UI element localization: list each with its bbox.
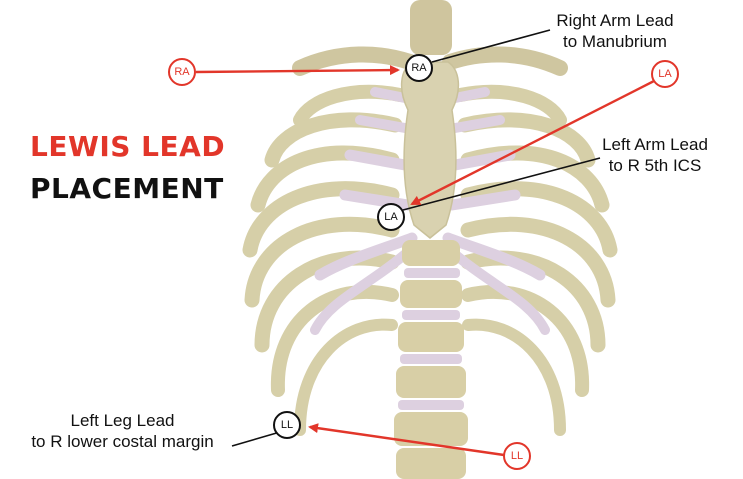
leader-line-la [402, 157, 601, 211]
clavicle-right [292, 46, 418, 76]
callout-left-arm-line1: Left Arm Lead [602, 135, 708, 154]
leader-line-ll [231, 431, 281, 447]
callout-right-arm-line1: Right Arm Lead [556, 11, 674, 30]
callout-left-leg-line1: Left Leg Lead [70, 411, 175, 430]
callout-left-arm-line2: to R 5th ICS [608, 156, 702, 175]
clavicle-left [442, 46, 568, 76]
title-lewis-lead: LEWIS LEAD [30, 130, 226, 163]
title-placement: PLACEMENT [30, 172, 224, 205]
leader-line-ra [431, 29, 551, 63]
arrow-ll [308, 423, 505, 457]
costal-cartilage [310, 87, 550, 335]
marker-ll-source: LL [503, 442, 531, 470]
marker-ra-source: RA [168, 58, 196, 86]
callout-left-arm: Left Arm Lead to R 5th ICS [580, 134, 730, 176]
sternum [400, 61, 460, 239]
spine [394, 0, 468, 479]
marker-la-placement: LA [377, 203, 405, 231]
callout-left-leg: Left Leg Lead to R lower costal margin [0, 410, 245, 452]
leader-lines [231, 29, 601, 447]
marker-ra-placement: RA [405, 54, 433, 82]
rib-cage [242, 0, 618, 479]
arrow-ra [195, 65, 400, 76]
callout-right-arm: Right Arm Lead to Manubrium [520, 10, 710, 52]
callout-right-arm-line2: to Manubrium [563, 32, 667, 51]
arrow-la [410, 78, 657, 206]
marker-ll-placement: LL [273, 411, 301, 439]
callout-left-leg-line2: to R lower costal margin [31, 432, 214, 451]
ribs-right [242, 84, 407, 436]
marker-la-source: LA [651, 60, 679, 88]
red-arrows [195, 65, 657, 457]
